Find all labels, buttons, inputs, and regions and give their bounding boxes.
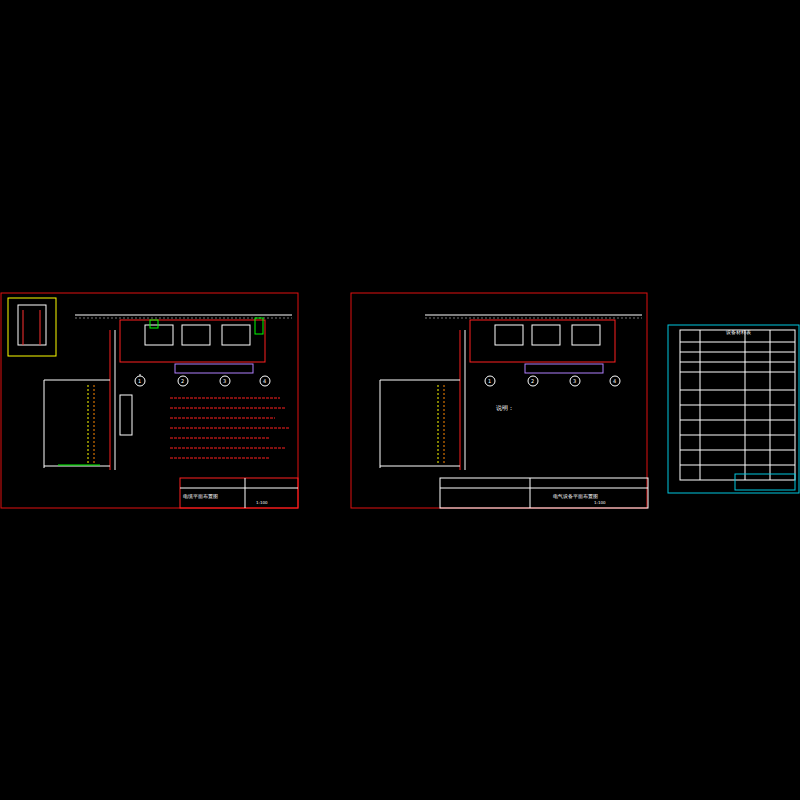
title-text: 设备材料表 — [726, 330, 751, 336]
drawing-label: 3 — [573, 379, 576, 384]
sheet-three — [668, 325, 799, 493]
drawing-label: 3 — [223, 379, 226, 384]
drawing-label: 2 — [181, 379, 184, 384]
drawing-label: 4 — [263, 379, 266, 384]
drawing-label: 1 — [138, 379, 141, 384]
drawing-label: 2 — [531, 379, 534, 384]
title-text: 电缆平面布置图 — [183, 494, 218, 500]
drawing-label: 1:100 — [594, 501, 606, 505]
title-cell: 电气设备平面布置图 — [551, 493, 600, 501]
title-text: 电气设备平面布置图 — [553, 494, 598, 500]
drawing-label: 1 — [488, 379, 491, 384]
sheet-one — [1, 293, 298, 508]
sheet-two — [351, 293, 648, 508]
drawing-label: 4 — [613, 379, 616, 384]
title-cell: 设备材料表 — [724, 329, 753, 337]
title-cell: 电缆平面布置图 — [181, 493, 220, 501]
drawing-label: 说明： — [496, 405, 514, 411]
drawing-label: 1:100 — [256, 501, 268, 505]
